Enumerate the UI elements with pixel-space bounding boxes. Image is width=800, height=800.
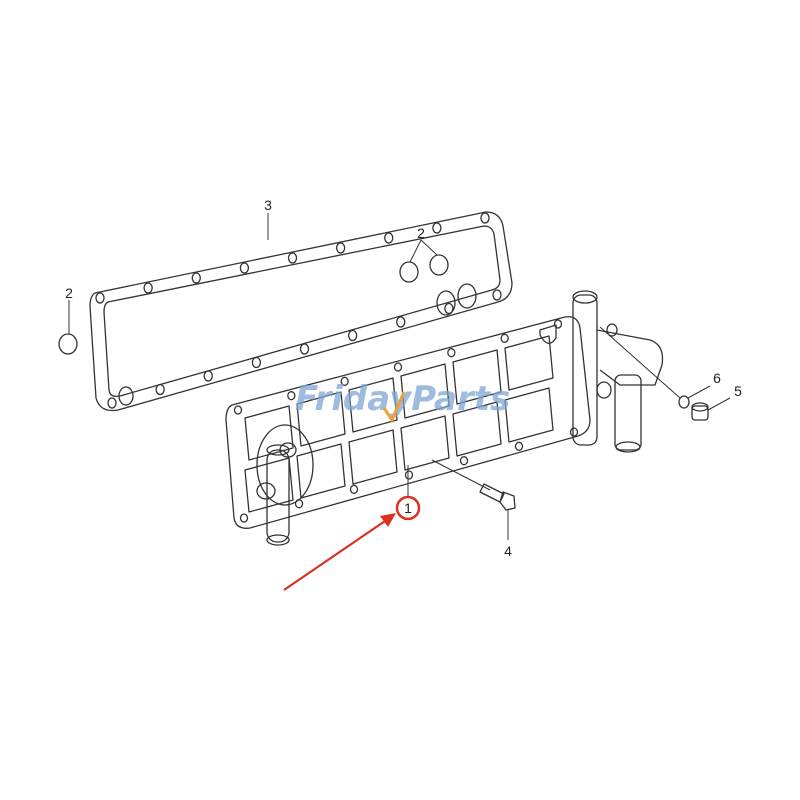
o-rings-part-2: [58, 254, 449, 355]
cooler-hole: [553, 319, 563, 329]
callout-1-highlight-circle: [395, 495, 421, 521]
callout-2a[interactable]: 2: [65, 285, 73, 301]
callout-4[interactable]: 4: [504, 543, 512, 559]
cooler-hole: [287, 391, 296, 401]
cooler-hole: [239, 513, 249, 523]
gasket-hole: [251, 356, 262, 369]
watermark-logo: FridayParts: [295, 379, 510, 419]
gasket-hole: [287, 252, 298, 264]
gasket-hole: [444, 302, 454, 315]
cooler-hole: [404, 470, 414, 480]
gasket-hole: [191, 272, 201, 284]
cooler-hole: [514, 441, 524, 451]
gasket-hole: [155, 383, 165, 396]
cooler-hole: [447, 348, 456, 358]
cooler-hole: [459, 456, 469, 466]
cooler-hole: [233, 405, 243, 415]
bolt-part-4: [431, 459, 516, 540]
gasket-hole: [396, 316, 406, 328]
cooler-cell: [400, 415, 450, 471]
oil-cooler-part-1: [225, 290, 664, 546]
o-ring-part-6: [599, 326, 711, 409]
gasket-part-3: [89, 211, 513, 412]
cooler-cell: [348, 429, 398, 485]
cooler-hole: [500, 333, 509, 343]
gasket-hole: [107, 397, 117, 409]
callout-6[interactable]: 6: [713, 370, 721, 386]
gasket-hole: [335, 242, 346, 254]
gasket-hole: [492, 289, 502, 301]
gasket-hole: [143, 282, 153, 294]
cooler-cell: [504, 387, 554, 443]
gasket-hole: [95, 292, 105, 304]
cooler-cell: [244, 457, 294, 513]
cooler-cell: [400, 363, 450, 419]
cooler-cell: [504, 335, 554, 391]
callout-1[interactable]: 1: [404, 500, 412, 516]
gasket-hole: [480, 212, 490, 224]
watermark-check-icon: [382, 391, 406, 424]
cooler-cell: [296, 391, 346, 447]
cooler-hole: [569, 427, 579, 437]
cooler-cell: [348, 377, 398, 433]
callout-2b[interactable]: 2: [417, 225, 425, 241]
cooler-cell: [452, 349, 502, 405]
cooler-hole: [349, 484, 359, 494]
gasket-hole: [432, 222, 442, 234]
gasket-hole: [203, 370, 213, 382]
cooler-cell: [244, 405, 294, 461]
callout-3[interactable]: 3: [264, 197, 272, 213]
callout-5[interactable]: 5: [734, 383, 742, 399]
cooler-cell: [296, 443, 346, 499]
highlight-arrow: [283, 513, 396, 591]
cooler-hole: [340, 376, 349, 386]
gasket-hole: [299, 343, 310, 355]
gasket-hole: [239, 262, 250, 274]
plug-part-5: [691, 397, 731, 421]
gasket-hole: [347, 329, 358, 342]
gasket-hole: [384, 232, 394, 244]
cooler-cell: [452, 401, 502, 457]
cooler-hole: [393, 362, 403, 372]
